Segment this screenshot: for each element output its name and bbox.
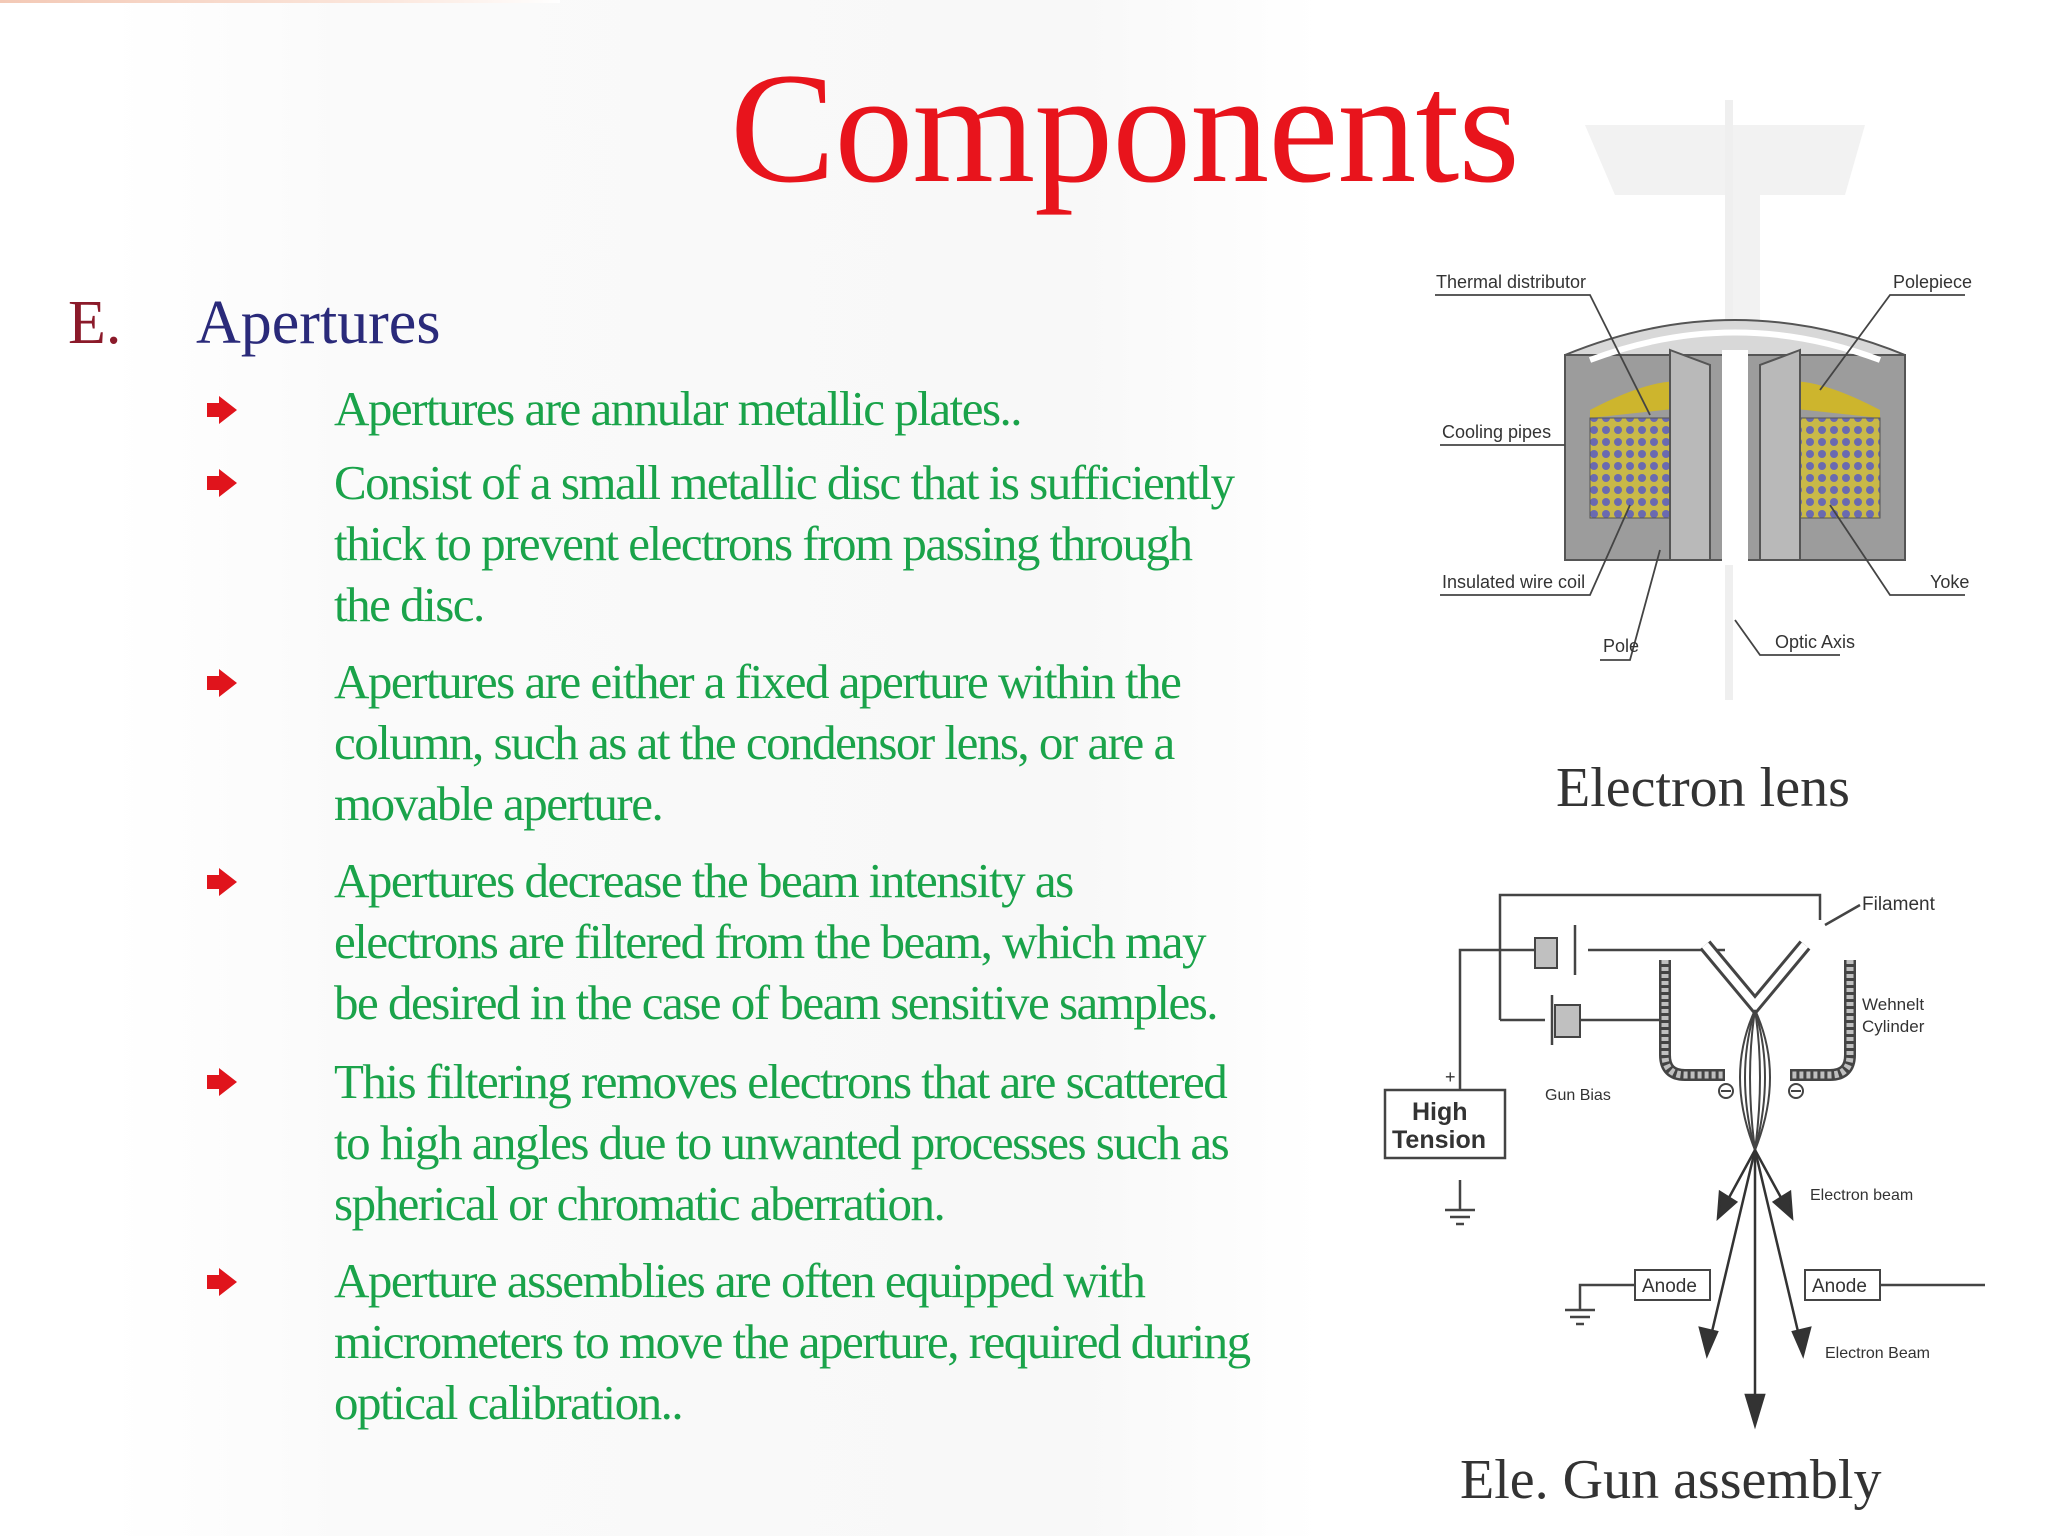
bullet-line: to high angles due to unwanted processes… [334, 1115, 1230, 1170]
electron-gun-diagram: Filament Wehnelt Cylinder + High Tension… [1383, 893, 1985, 1430]
bullet-item: Aperture assemblies are often equipped w… [334, 1250, 1334, 1433]
label-insulated-wire-coil: Insulated wire coil [1442, 572, 1585, 592]
bullet-line: column, such as at the condensor lens, o… [334, 715, 1175, 770]
bullet-arrow-icon [207, 1068, 237, 1096]
label-high: High [1412, 1098, 1468, 1126]
label-optic-axis: Optic Axis [1775, 632, 1855, 652]
high-tension-box [1383, 1088, 1507, 1160]
bullet-line: movable aperture. [334, 776, 664, 831]
bullet-line: spherical or chromatic aberration. [334, 1176, 946, 1231]
label-pole: Pole [1603, 636, 1639, 656]
battery-icon [1554, 1004, 1581, 1038]
bullet-line: Apertures are either a fixed aperture wi… [334, 654, 1182, 709]
electron-lens-caption: Electron lens [1556, 757, 1850, 819]
label-anode-left: Anode [1642, 1276, 1697, 1297]
bullet-line: Apertures are annular metallic plates.. [334, 381, 1023, 436]
beam-arrows [1698, 1149, 1812, 1430]
section-letter: E. [68, 289, 122, 357]
bullet-item: Consist of a small metallic disc that is… [334, 452, 1334, 635]
label-cooling-pipes: Cooling pipes [1442, 422, 1551, 442]
label-filament: Filament [1862, 894, 1936, 915]
label-anode-right: Anode [1812, 1276, 1867, 1297]
bullet-item: This filtering removes electrons that ar… [334, 1051, 1334, 1234]
top-accent-strip [0, 0, 560, 3]
minus-icon [1788, 1083, 1804, 1099]
lens-leader-lines [1435, 294, 1965, 661]
label-gun-bias: Gun Bias [1545, 1087, 1611, 1104]
battery-icon [1534, 937, 1558, 969]
anode-left-box [1634, 1269, 1711, 1301]
bullet-line: Consist of a small metallic disc that is… [334, 455, 1235, 510]
bullet-item: Apertures are annular metallic plates.. [334, 378, 1334, 439]
beam-crossover [1739, 1009, 1771, 1154]
electron-lens-diagram: Thermal distributor Polepiece Cooling pi… [1435, 100, 1972, 700]
bullet-line: This filtering removes electrons that ar… [334, 1054, 1228, 1109]
bullet-line: the disc. [334, 577, 485, 632]
label-plus: + [1445, 1067, 1456, 1087]
bullet-line: electrons are filtered from the beam, wh… [334, 914, 1206, 969]
slide-background [110, 0, 1320, 1536]
filament-shape [1699, 940, 1811, 1016]
bullet-item: Apertures decrease the beam intensity as… [334, 850, 1334, 1033]
label-tension: Tension [1392, 1126, 1486, 1154]
bullet-item: Apertures are either a fixed aperture wi… [334, 651, 1334, 834]
bullet-arrow-icon [207, 469, 237, 497]
gun-circuit-lines [1445, 893, 1985, 1326]
bullet-line: thick to prevent electrons from passing … [334, 516, 1193, 571]
electron-gun-caption: Ele. Gun assembly [1460, 1449, 1882, 1511]
label-thermal-distributor: Thermal distributor [1436, 272, 1586, 292]
bullet-arrow-icon [207, 396, 237, 424]
bullet-line: Apertures decrease the beam intensity as [334, 853, 1074, 908]
label-cylinder: Cylinder [1862, 1017, 1925, 1036]
label-electron-beam-lower: Electron Beam [1825, 1345, 1930, 1362]
bullet-line: Aperture assemblies are often equipped w… [334, 1253, 1146, 1308]
label-wehnelt: Wehnelt [1862, 995, 1924, 1014]
label-yoke: Yoke [1930, 572, 1969, 592]
bullet-line: micrometers to move the aperture, requir… [334, 1314, 1251, 1369]
slide-title: Components [730, 41, 1520, 216]
bullet-line: be desired in the case of beam sensitive… [334, 975, 1219, 1030]
label-polepiece: Polepiece [1893, 272, 1972, 292]
bullet-arrow-icon [207, 1268, 237, 1296]
bullet-arrow-icon [207, 868, 237, 896]
lens-body [1564, 319, 1906, 565]
label-electron-beam-upper: Electron beam [1810, 1187, 1913, 1204]
bullet-line: optical calibration.. [334, 1375, 684, 1430]
bullet-arrow-icon [207, 669, 237, 697]
section-heading: Apertures [196, 289, 441, 357]
minus-icon [1718, 1083, 1734, 1099]
wehnelt-cylinder-right [1790, 960, 1856, 1081]
anode-right-box [1804, 1269, 1881, 1301]
wehnelt-cylinder-left [1659, 960, 1725, 1081]
